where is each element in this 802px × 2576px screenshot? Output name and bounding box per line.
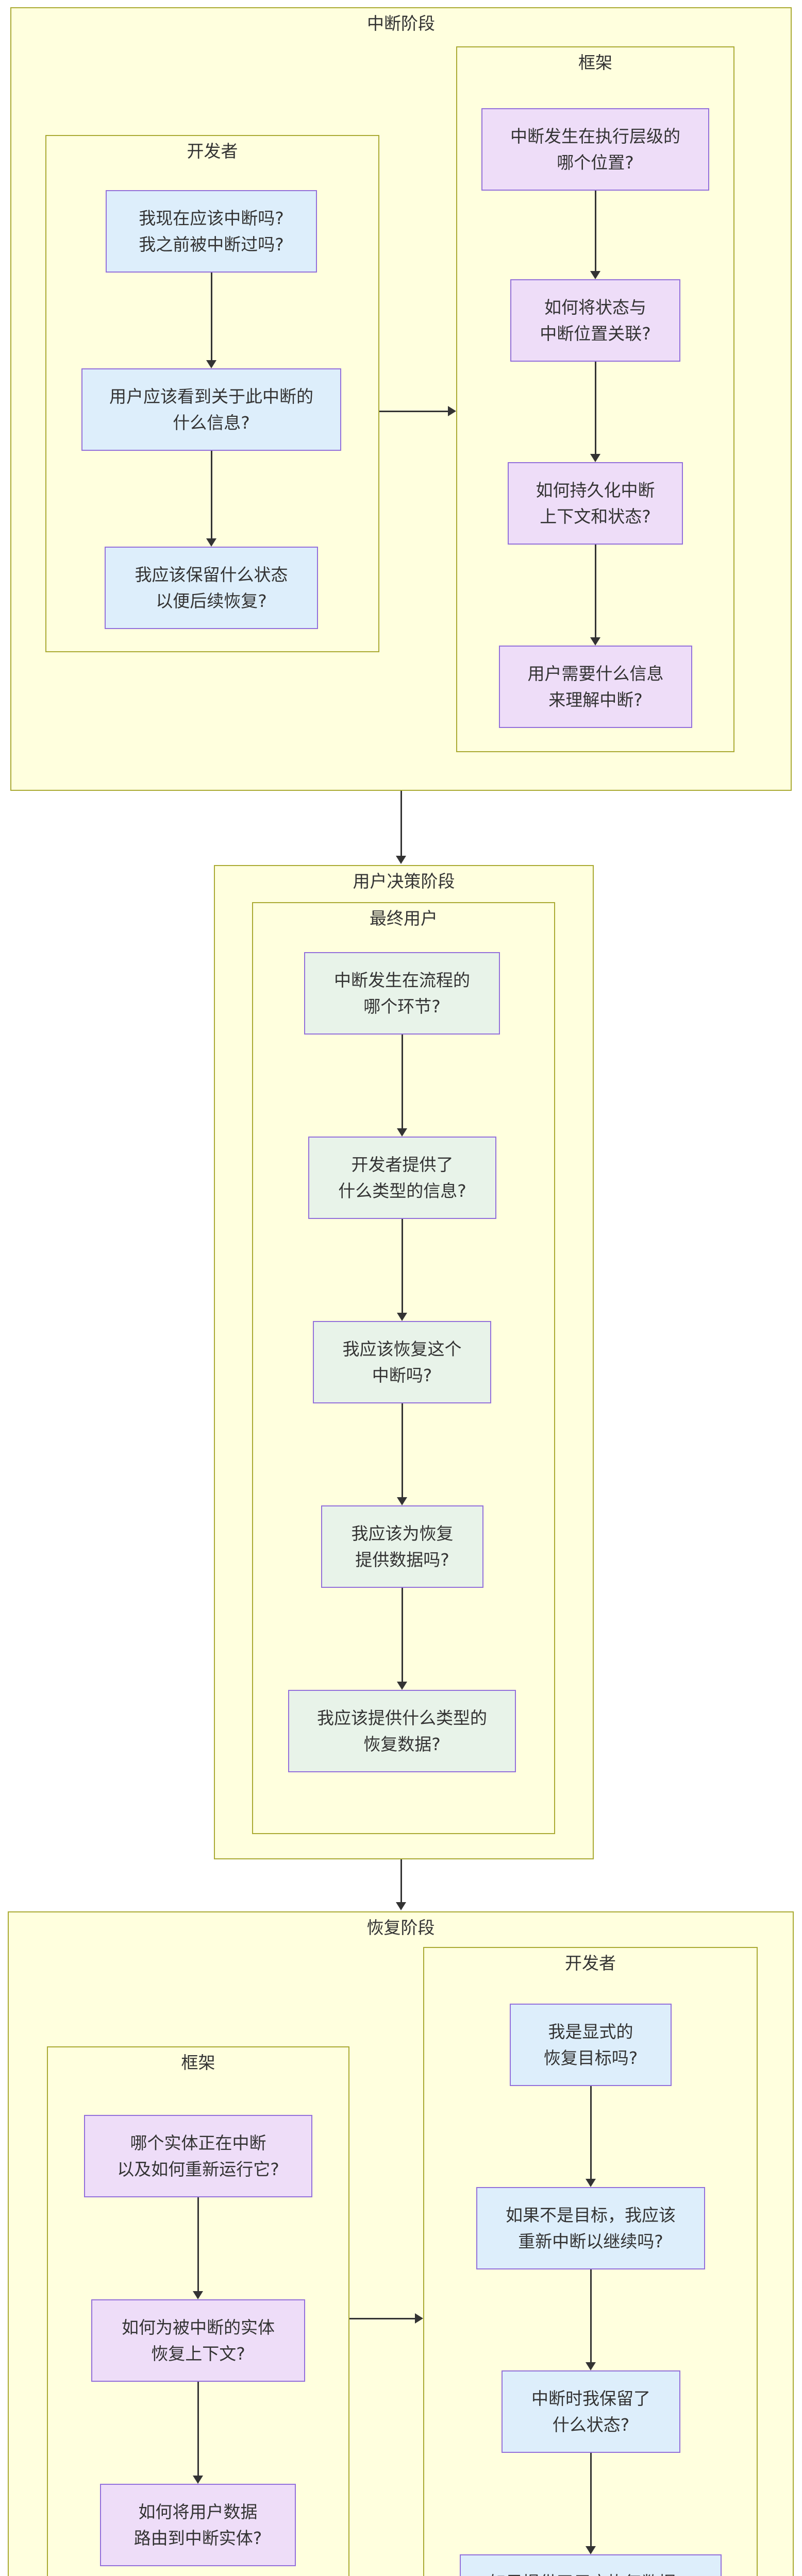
node-persist-context-state: 如何持久化中断上下文和状态? — [508, 462, 683, 545]
node-what-resume-data-type: 我应该提供什么类型的恢复数据? — [288, 1690, 516, 1772]
node-what-state-kept-at-interrupt: 中断时我保留了什么状态? — [502, 2370, 680, 2453]
subgraph-developer-recovery-title: 开发者 — [565, 1953, 616, 1973]
section-recovery-title: 恢复阶段 — [366, 1918, 435, 1938]
node-should-resume-interrupt: 我应该恢复这个中断吗? — [313, 1321, 491, 1403]
subgraph-framework-interrupt-title: 框架 — [578, 53, 612, 73]
node-where-in-execution: 中断发生在执行层级的哪个位置? — [481, 108, 709, 191]
node-restore-context-for-entity: 如何为被中断的实体恢复上下文? — [91, 2299, 305, 2382]
subgraph-end-user-title: 最终用户 — [370, 908, 438, 928]
node-route-user-data: 如何将用户数据路由到中断实体? — [100, 2484, 296, 2566]
node-associate-state-position: 如何将状态与中断位置关联? — [510, 279, 680, 362]
node-what-state-to-keep: 我应该保留什么状态以便后续恢复? — [105, 547, 318, 629]
section-user-decision-title: 用户决策阶段 — [353, 871, 455, 891]
node-should-provide-data: 我应该为恢复提供数据吗? — [321, 1505, 483, 1588]
node-what-info-developer-provided: 开发者提供了什么类型的信息? — [308, 1137, 496, 1219]
node-where-in-process: 中断发生在流程的哪个环节? — [304, 952, 500, 1035]
node-should-interrupt-now: 我现在应该中断吗?我之前被中断过吗? — [106, 190, 317, 273]
subgraph-framework-recovery-title: 框架 — [181, 2053, 215, 2073]
node-handle-user-resume-data: 如果提供了用户恢复数据，该如何处理? — [460, 2554, 722, 2576]
node-what-info-user-sees: 用户应该看到关于此中断的什么信息? — [81, 368, 341, 451]
subgraph-developer-interrupt-title: 开发者 — [187, 141, 238, 161]
node-reinterrupt-to-continue: 如果不是目标，我应该重新中断以继续吗? — [476, 2187, 705, 2269]
node-info-to-understand-interrupt: 用户需要什么信息来理解中断? — [499, 646, 692, 728]
node-which-entity-rerun: 哪个实体正在中断以及如何重新运行它? — [84, 2115, 312, 2197]
node-am-i-explicit-target: 我是显式的恢复目标吗? — [510, 2004, 672, 2086]
section-interrupt-title: 中断阶段 — [367, 13, 435, 33]
